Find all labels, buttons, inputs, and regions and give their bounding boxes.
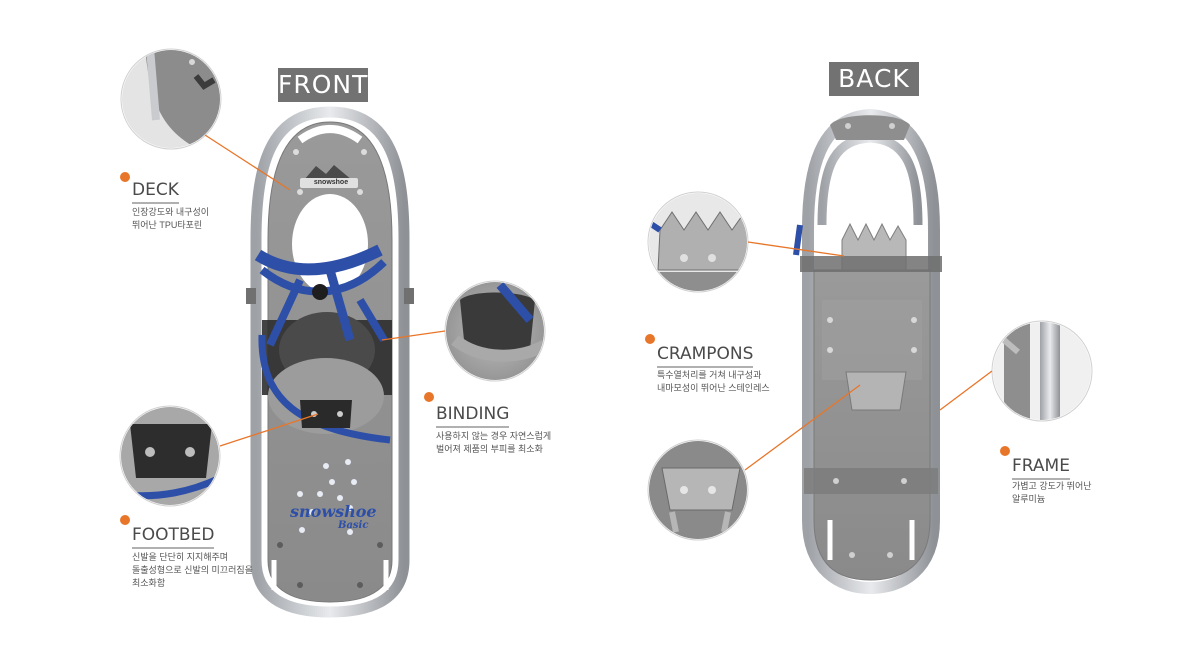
binding-description: 사용하지 않는 경우 자연스럽게 벌어져 제품의 부피를 최소화 [436, 430, 551, 456]
zoom-footbed-circle [119, 405, 221, 507]
frame-description-line: 알루미늄 [1012, 494, 1046, 504]
binding-bullet-icon [424, 392, 434, 402]
frame-bullet-icon [1000, 446, 1010, 456]
crampons-description: 특수열처리를 거쳐 내구성과 내마모성이 뛰어난 스테인레스 [657, 369, 770, 395]
footbed-brand-text: snowshoe [290, 502, 377, 521]
deck-description-line: 인장강도와 내구성이 [132, 207, 210, 217]
footbed-description-line: 돌출성형으로 신발의 미끄러짐을 [132, 565, 253, 575]
zoom-heel-crampon-circle [647, 439, 749, 541]
binding-title: BINDING [436, 404, 510, 428]
frame-title: FRAME [1012, 456, 1070, 480]
zoom-crampon-circle [647, 191, 749, 293]
back-snowshoe [793, 108, 942, 595]
deck-bullet-icon [120, 172, 130, 182]
zoom-frame-circle [991, 320, 1093, 422]
back-view-label: BACK [829, 62, 919, 96]
crampons-description-line: 내마모성이 뛰어난 스테인레스 [657, 383, 770, 393]
binding-description-line: 벌어져 제품의 부피를 최소화 [436, 444, 543, 454]
frame-description: 가볍고 강도가 뛰어난 알루미늄 [1012, 480, 1092, 506]
footbed-model-text: Basic [338, 520, 369, 531]
footbed-description: 신발을 단단히 지지해주며 돌출성형으로 신발의 미끄러짐을 최소화함 [132, 551, 253, 590]
front-snowshoe [246, 106, 414, 618]
binding-description-line: 사용하지 않는 경우 자연스럽게 [436, 431, 552, 441]
zoom-deck-circle [120, 48, 222, 150]
zoom-binding-circle [444, 280, 546, 382]
leader-lines [204, 134, 993, 471]
front-view-label: FRONT [278, 68, 368, 102]
footbed-title: FOOTBED [132, 525, 215, 549]
crampons-bullet-icon [645, 334, 655, 344]
crampons-title: CRAMPONS [657, 344, 754, 368]
deck-logo-text: snowshoe [313, 179, 349, 186]
crampons-description-line: 특수열처리를 거쳐 내구성과 [657, 370, 762, 380]
deck-description-line: 뛰어난 TPU타포린 [132, 220, 203, 230]
footbed-description-line: 최소화함 [132, 578, 166, 588]
frame-description-line: 가볍고 강도가 뛰어난 [1012, 481, 1092, 491]
deck-description: 인장강도와 내구성이 뛰어난 TPU타포린 [132, 206, 209, 232]
footbed-bullet-icon [120, 515, 130, 525]
footbed-description-line: 신발을 단단히 지지해주며 [132, 552, 229, 562]
deck-title: DECK [132, 180, 179, 204]
